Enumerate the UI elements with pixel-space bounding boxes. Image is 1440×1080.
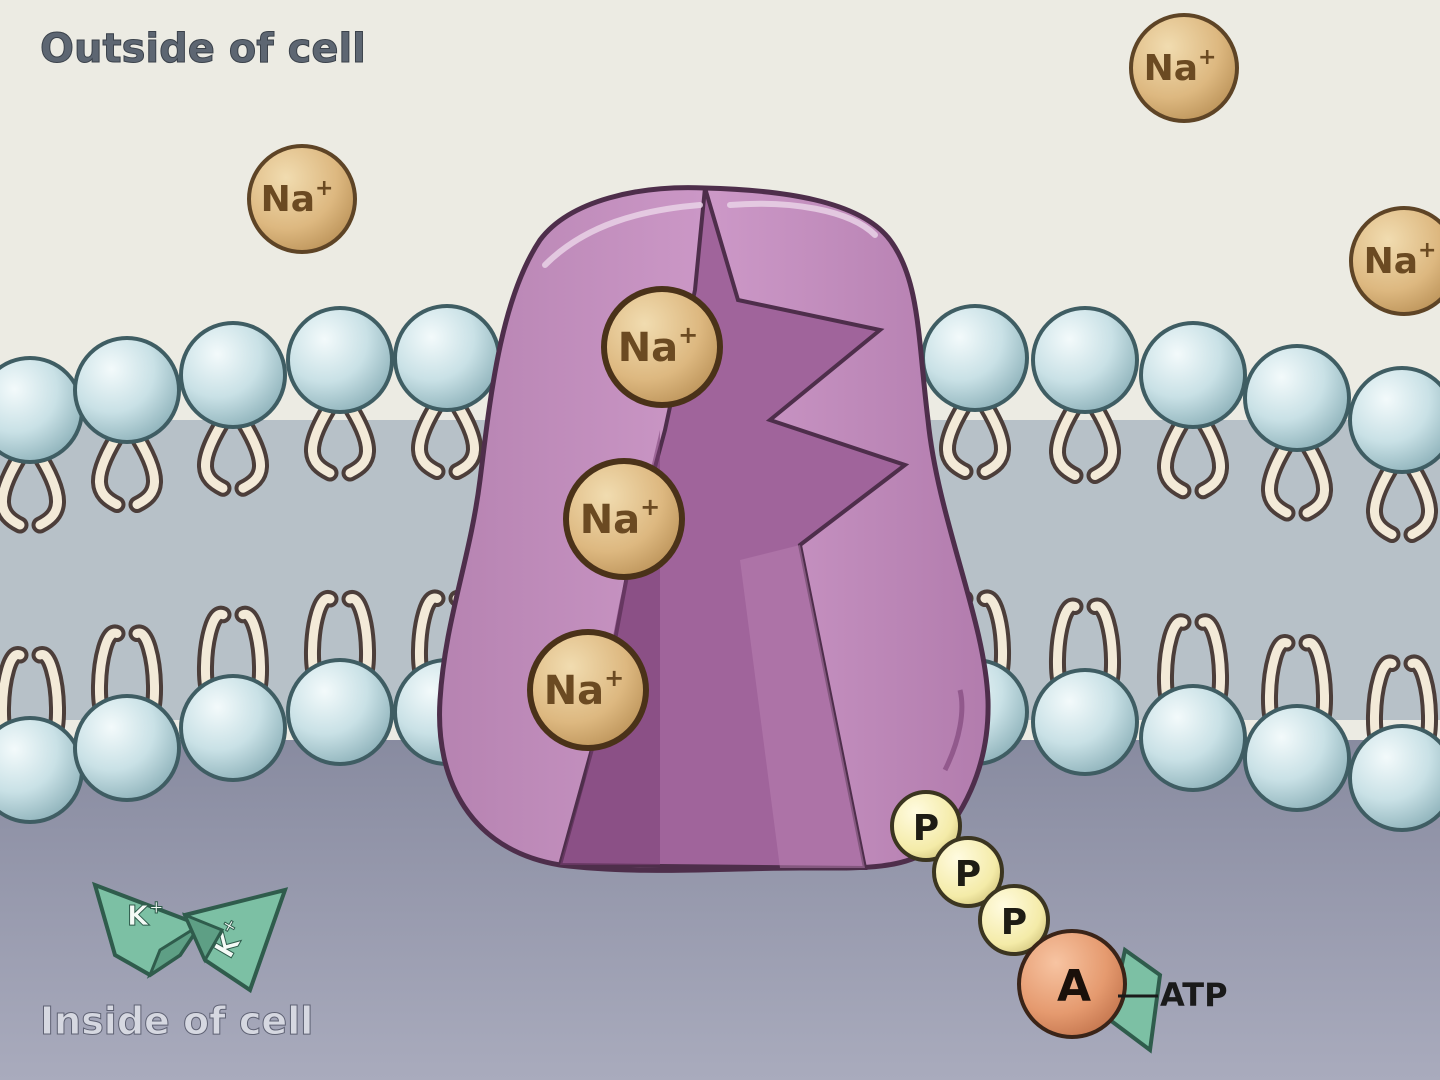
sodium-charge: + (604, 664, 624, 692)
lipid-head-bottom (1031, 668, 1139, 776)
svg-text:Na+: Na+ (1144, 45, 1217, 89)
lipid-head-top (0, 356, 84, 464)
lipid-head-top (1139, 321, 1247, 429)
lipid-tail-top (411, 389, 483, 480)
svg-text:Na+: Na+ (580, 493, 661, 543)
lipid-tail-top (1261, 429, 1333, 522)
svg-text:P: P (955, 854, 981, 895)
lipid-head-bottom (179, 674, 287, 782)
svg-text:Na+: Na+ (1364, 238, 1437, 282)
sodium-ion-outside-2: Na+ (1129, 13, 1239, 123)
svg-text:K+: K+ (127, 897, 164, 932)
lipid-head-bottom (286, 658, 394, 766)
lipid-head-bottom (1243, 704, 1351, 812)
atp-molecule: P P P A ATP (890, 790, 1228, 1054)
adenosine-group: A (1017, 929, 1127, 1039)
sodium-ion-outside-3: Na+ (1349, 206, 1440, 316)
lipid-head-top (73, 336, 181, 444)
sodium-label: Na (1144, 48, 1198, 89)
sodium-ion-bound-3: Na+ (527, 629, 649, 751)
lipid-head-bottom (1139, 684, 1247, 792)
lipid-head-top (1348, 366, 1440, 474)
sodium-label: Na (544, 668, 604, 714)
sodium-ion-outside-1: Na+ (247, 144, 357, 254)
lipid-tail-top (197, 406, 269, 497)
sodium-charge: + (1418, 238, 1436, 263)
sodium-label: Na (261, 179, 315, 220)
potassium-ion-1: K+ (91, 881, 204, 979)
lipid-tail-top (939, 389, 1011, 480)
svg-text:Na+: Na+ (544, 664, 625, 714)
lipid-tail-top (1366, 451, 1438, 543)
lipid-head-top (286, 306, 394, 414)
phosphate-group-1: P (890, 790, 962, 862)
sodium-charge: + (640, 493, 660, 521)
lipid-head-bottom (1348, 724, 1440, 832)
lipid-tail-top (91, 421, 163, 513)
svg-text:P: P (913, 808, 939, 849)
sodium-charge: + (678, 321, 698, 349)
lipid-head-top (921, 304, 1029, 412)
phosphate-group-3: P (978, 884, 1050, 956)
svg-text:A: A (1057, 961, 1091, 1012)
svg-text:Na+: Na+ (618, 321, 699, 371)
lipid-tail-top (304, 391, 376, 482)
lipid-tail-top (1157, 406, 1229, 500)
sodium-label: Na (580, 497, 640, 543)
sodium-label: Na (1364, 241, 1418, 282)
lipid-head-top (1031, 306, 1139, 414)
potassium-ions: K+ K+ (91, 881, 289, 994)
sodium-label: Na (618, 325, 678, 371)
sodium-ion-bound-2: Na+ (563, 458, 685, 580)
lipid-head-top (179, 321, 287, 429)
lipid-tail-top (1049, 391, 1121, 484)
lipid-tail-top (0, 441, 66, 534)
potassium-ion-2: K+ (182, 887, 289, 994)
potassium-label: K (127, 899, 150, 932)
lipid-head-bottom (73, 694, 181, 802)
sodium-potassium-pump-protein (437, 185, 991, 873)
atp-label: ATP (1160, 976, 1228, 1014)
potassium-charge: + (149, 897, 164, 918)
lipid-head-bottom (0, 716, 84, 824)
phosphate-group-2: P (932, 836, 1004, 908)
lipid-head-top (393, 304, 501, 412)
sodium-charge: + (1198, 45, 1216, 70)
sodium-ion-bound-1: Na+ (601, 286, 723, 408)
inside-of-cell-label: Inside of cell (40, 999, 313, 1043)
outside-of-cell-label: Outside of cell (40, 26, 366, 72)
lipid-head-top (1243, 344, 1351, 452)
svg-text:Na+: Na+ (261, 176, 334, 220)
svg-text:P: P (1001, 902, 1027, 943)
sodium-charge: + (315, 176, 333, 201)
